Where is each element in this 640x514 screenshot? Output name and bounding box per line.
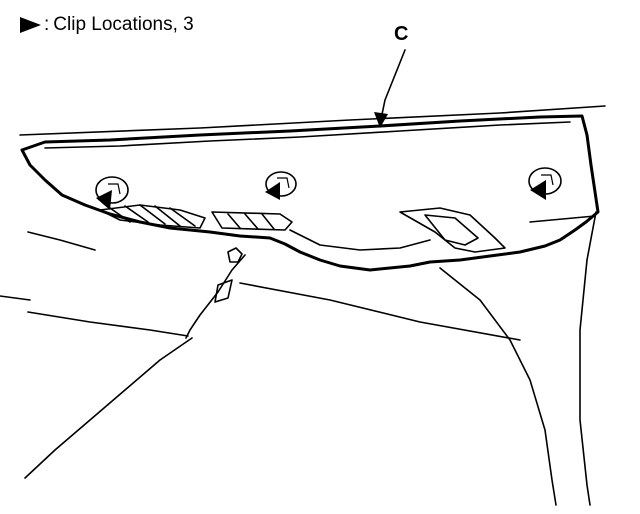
body-line-mid-right xyxy=(529,215,596,223)
clip-detail-2 xyxy=(277,177,290,189)
clip-boss-2 xyxy=(265,171,297,197)
lower-lid-clip xyxy=(227,247,243,263)
sweep-line-a xyxy=(24,337,193,479)
clip-marker-3 xyxy=(530,180,546,200)
mechanism-hatch-3 xyxy=(139,204,166,225)
pillar-outer xyxy=(579,211,597,506)
body-line-mid-left xyxy=(27,231,96,251)
clip-detail-3 xyxy=(541,174,554,186)
sweep-line-b xyxy=(0,295,31,301)
body-line-left xyxy=(27,311,189,337)
clip-marker-2 xyxy=(265,182,280,200)
lower-bulge xyxy=(289,229,431,251)
mechanism-slot-hatch-3 xyxy=(261,213,275,230)
mechanism-slot-hatch-2 xyxy=(244,213,259,230)
mechanism-frame xyxy=(99,204,206,229)
mechanism-hatch-1 xyxy=(109,207,131,223)
callout-label-c: C xyxy=(394,23,409,45)
clip-marker-1 xyxy=(96,190,112,210)
recess-right-inner xyxy=(424,214,479,246)
recess-right xyxy=(399,207,506,253)
mechanism-hatch-2 xyxy=(124,205,149,223)
trim-panel-inner-top xyxy=(44,121,571,149)
clip-boss-1 xyxy=(95,176,129,204)
callout-arrowhead xyxy=(374,112,388,128)
legend-text: Clip Locations, 3 xyxy=(53,14,194,35)
mechanism-hatch-4 xyxy=(154,205,181,227)
lower-lid xyxy=(185,254,246,339)
mechanism-slot-hatch-1 xyxy=(227,213,241,229)
triangle-pointer-icon xyxy=(20,16,42,34)
callout-leader xyxy=(379,49,406,125)
mechanism-hatch-5 xyxy=(169,207,196,227)
body-line-top xyxy=(19,105,606,136)
clip-detail-1 xyxy=(108,183,121,195)
legend: : Clip Locations, 3 xyxy=(20,13,194,37)
mechanism-slot xyxy=(211,211,293,231)
pillar-inner xyxy=(439,267,557,506)
legend-separator: : xyxy=(44,14,50,35)
lower-lid-tab xyxy=(214,279,233,303)
body-line-lower xyxy=(239,282,521,341)
